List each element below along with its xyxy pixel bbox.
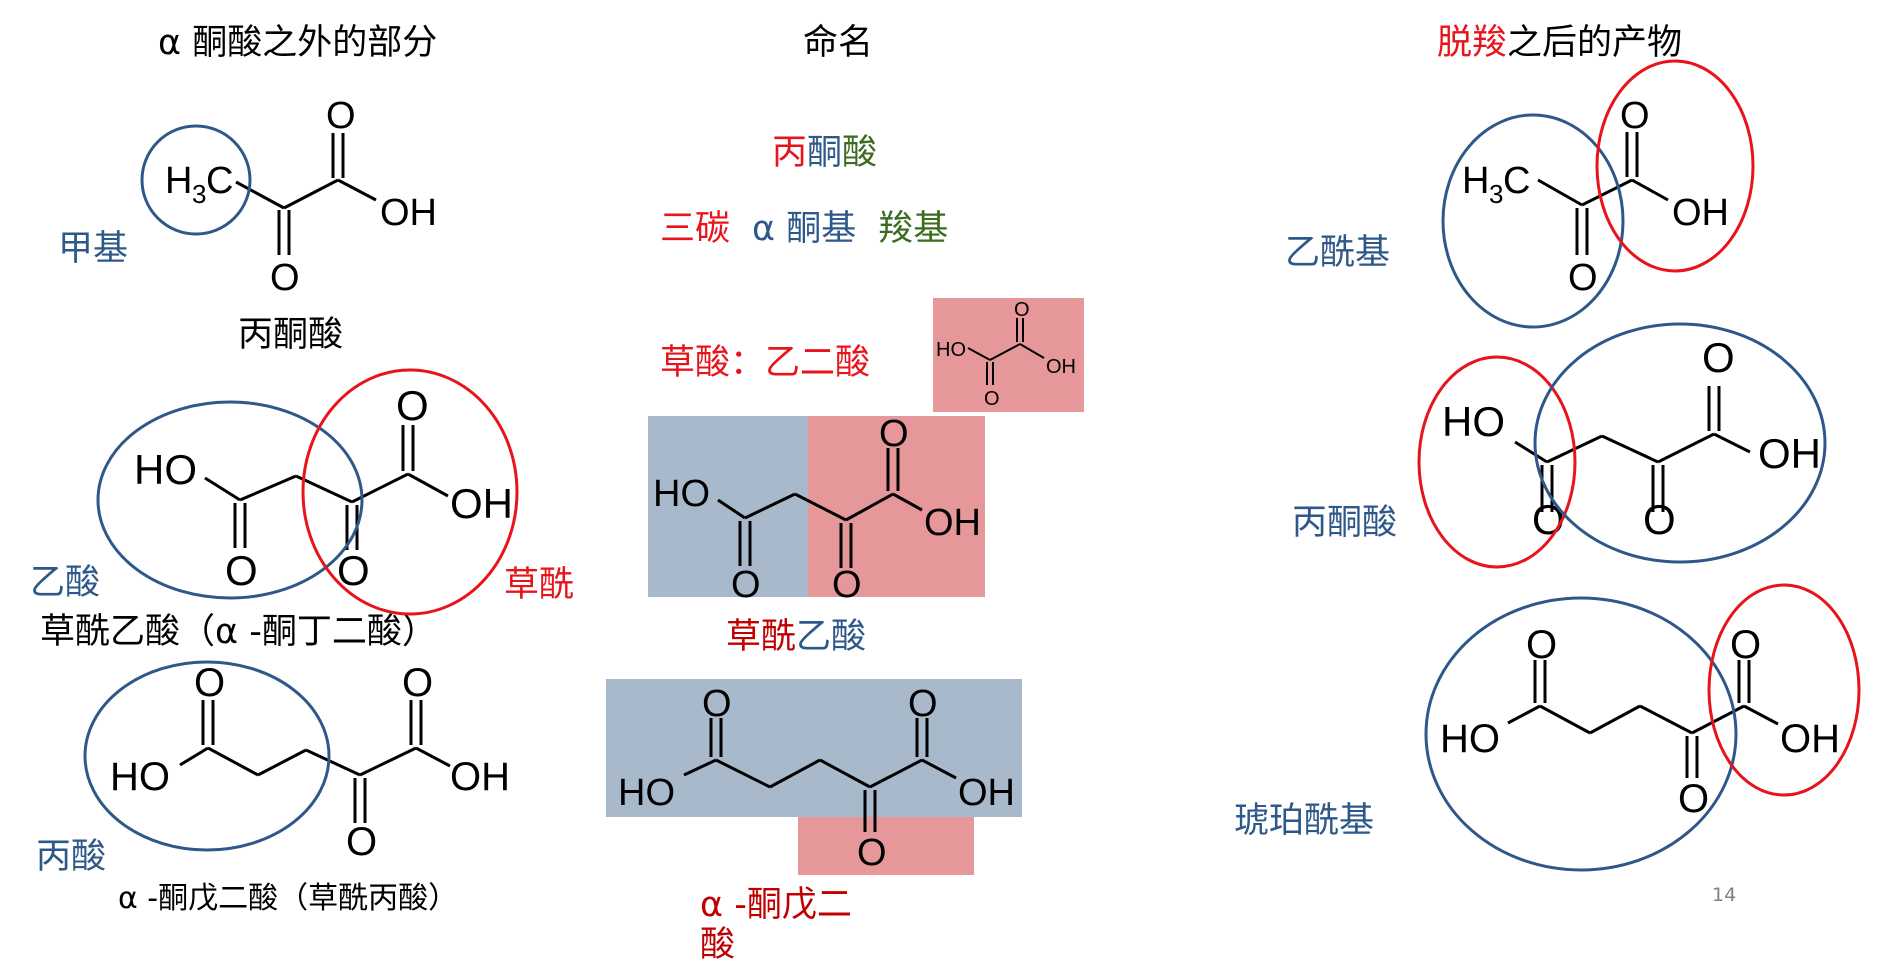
atom-oh: OH (958, 772, 1015, 814)
molecule-pyruvate-left (235, 133, 377, 255)
label-oxaloacetate-left: 草酰乙酸（α -酮丁二酸） (40, 612, 437, 652)
atom-oh: OH (450, 480, 513, 527)
atom-ho: HO (653, 473, 710, 515)
atom-o: O (857, 832, 887, 874)
molecule-oxaloacetate-left (204, 425, 449, 550)
atom-o: O (225, 547, 258, 594)
header-left: α 酮酸之外的部分 (158, 23, 438, 63)
molecule-oxalic (967, 318, 1045, 385)
atoms-ketoglutarate-right: HO O O OH O (1440, 623, 1840, 821)
atom-o: O (908, 683, 938, 725)
atoms-ketoglutarate-left: HO O O OH O (110, 661, 510, 864)
label-propionic: 丙酸 (36, 837, 107, 877)
atom-h3c-c: C (206, 160, 233, 202)
circle-carboxyl-3 (1707, 583, 1861, 797)
atom-o: O (1702, 334, 1735, 381)
circle-propionic (83, 660, 331, 852)
molecule-oxaloacetate-right (1514, 386, 1751, 512)
atom-h3c-3: 3 (192, 179, 206, 209)
atom-o: O (396, 382, 429, 429)
label-acetic: 乙酸 (30, 563, 101, 603)
atom-o: O (702, 683, 732, 725)
label-pyruvate-left: 丙酮酸 (238, 315, 344, 355)
header-right: 脱羧之后的产物 (1437, 23, 1683, 63)
label-ketoglutarate-middle-l1: α -酮戊二 (700, 885, 852, 925)
atom-o: O (194, 661, 225, 705)
atom-h3c-h: H (1462, 160, 1489, 202)
atom-o: O (402, 661, 433, 705)
atoms-oxalic: HO O O OH (936, 299, 1076, 410)
atom-o: O (731, 564, 761, 606)
molecule-pyruvate-right (1537, 132, 1669, 255)
atom-ho: HO (618, 772, 675, 814)
atom-o: O (1568, 257, 1598, 299)
atom-ho: HO (1440, 717, 1500, 761)
molecule-ketoglutarate-middle (683, 718, 957, 832)
label-oxalyl: 草酰 (504, 565, 575, 605)
atom-o: O (1532, 496, 1565, 543)
label-pyruvate-right: 丙酮酸 (1292, 503, 1398, 543)
circle-carboxyl-2 (1417, 355, 1577, 569)
label-succinyl: 琥珀酰基 (1234, 801, 1375, 841)
atom-h3c-h: H (165, 160, 192, 202)
circle-pyruvate-part (1533, 322, 1827, 564)
circle-succinyl (1424, 596, 1738, 872)
circle-carboxyl-1 (1595, 59, 1755, 273)
circle-acetyl (1441, 113, 1625, 329)
atom-oh: OH (924, 502, 981, 544)
shade-glutarate-top (606, 679, 1022, 817)
atom-o: O (1526, 623, 1557, 667)
atom-o: O (326, 95, 356, 137)
atom-o: O (1620, 95, 1650, 137)
atom-ho: HO (110, 755, 170, 799)
atom-o: O (1678, 777, 1709, 821)
atom-oh: OH (450, 755, 510, 799)
label-acetyl: 乙酰基 (1285, 233, 1391, 273)
label-pyruvate-middle: 丙酮酸 (772, 133, 878, 173)
atom-oh: OH (1046, 356, 1076, 378)
atom-oh: OH (1758, 430, 1821, 477)
shade-oxalyl-part (808, 416, 985, 597)
circle-oxalyl (301, 368, 519, 616)
atoms-pyruvate-left: H 3 C O OH O (165, 95, 437, 299)
atom-o: O (984, 388, 1000, 410)
atom-oh: OH (380, 192, 437, 234)
atom-o: O (879, 413, 909, 455)
page-number: 14 (1712, 884, 1737, 906)
circle-methyl (140, 124, 252, 236)
shade-oxalic (933, 298, 1084, 412)
atoms-oxaloacetate-right: HO O O O OH (1442, 334, 1821, 543)
atom-o: O (270, 257, 300, 299)
circle-acetic (96, 400, 364, 600)
shade-keto-bottom (798, 817, 974, 875)
atoms-pyruvate-right: H 3 C O OH O (1462, 95, 1729, 299)
label-oxaloacetate-middle: 草酰乙酸 (726, 617, 867, 657)
atom-ho: HO (1442, 398, 1505, 445)
atoms-oxaloacetate-middle: HO O O O OH (653, 413, 981, 606)
atom-oh: OH (1672, 192, 1729, 234)
atom-ho: HO (134, 446, 197, 493)
structures-canvas: H 3 C O OH O HO O O O OH (83, 59, 1861, 875)
atom-o: O (1730, 623, 1761, 667)
atom-h3c-3: 3 (1489, 179, 1503, 209)
molecule-oxaloacetate-middle (717, 448, 923, 568)
atom-ho: HO (936, 339, 966, 361)
label-ketoglutarate-left: α -酮戊二酸（草酰丙酸） (118, 881, 459, 916)
molecule-ketoglutarate-left (179, 700, 451, 823)
header-middle: 命名 (803, 23, 874, 63)
atom-o: O (1014, 299, 1030, 321)
slide: α 酮酸之外的部分 命名 脱羧之后的产物 甲基 丙酮酸 乙酸 草酰 草酰乙酸（α… (30, 23, 1861, 963)
atom-oh: OH (1780, 717, 1840, 761)
atom-o: O (346, 820, 377, 864)
atom-h3c-c: C (1503, 160, 1530, 202)
label-methyl: 甲基 (58, 229, 129, 269)
atoms-oxaloacetate-left: HO O O O OH (134, 382, 513, 594)
atom-o: O (832, 564, 862, 606)
label-oxalic: 草酸：乙二酸 (660, 343, 871, 383)
molecule-ketoglutarate-right (1507, 660, 1779, 778)
atom-o: O (1643, 496, 1676, 543)
atoms-ketoglutarate-middle: HO O O OH O (618, 683, 1015, 874)
